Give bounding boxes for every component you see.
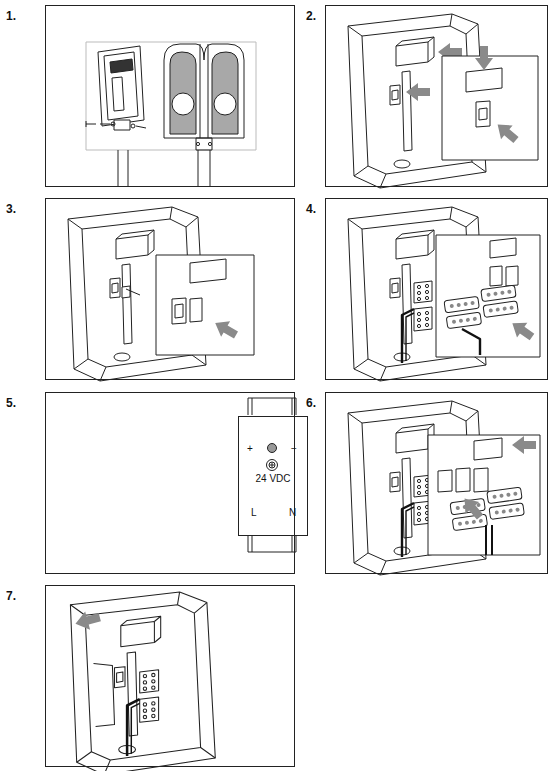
voltage-label: 24 VDC [239,473,307,484]
step-panel: 1. [45,5,295,187]
housing-figure [68,207,254,381]
polarity-plus: + [247,443,253,454]
step-panel: 6. [325,392,548,574]
step-panel: 2. [325,5,548,187]
step-number: 7. [6,589,16,603]
housing-figure [348,14,538,188]
step-panel: 4. [325,198,548,380]
step-number: 1. [6,9,16,23]
housing-figure [348,207,540,381]
polarity-minus: − [291,443,297,454]
step-number: 4. [306,202,316,216]
housing-figure [70,592,215,771]
power-supply-box: + − 24 VDC L N [238,416,308,536]
terminal-label: N [289,507,296,518]
step-number: 5. [6,396,16,410]
step-number: 2. [306,9,316,23]
pole-mount-figure [86,42,256,186]
step-panel: 5.+−24 VDCLN [45,392,295,574]
step-panel: 7. [45,585,295,767]
step-number: 3. [6,202,16,216]
housing-figure [348,401,540,575]
step-panel: 3. [45,198,295,380]
step-number: 6. [306,396,316,410]
terminal-label: L [251,507,257,518]
